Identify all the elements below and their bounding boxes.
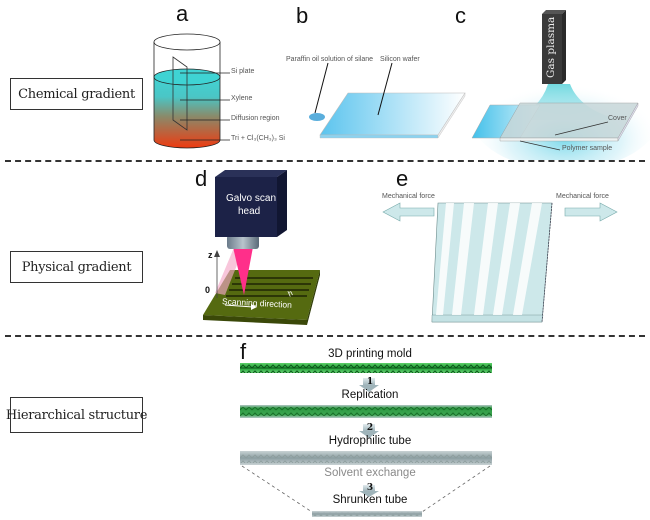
label-galvo-head-line2: head [238,206,261,217]
replicated-tube [240,405,492,418]
silane-droplet [309,113,325,121]
label-mechanical-force-left: Mechanical force [382,193,435,200]
panel-c-plasma-diagram [470,10,650,160]
panel-letter-a: a [176,1,189,26]
hydrophilic-tube [240,451,492,465]
label-diffusion-region: Diffusion region [231,115,280,122]
label-3d-printing-mold: 3D printing mold [328,348,412,360]
panel-letter-f: f [240,339,247,364]
label-cover: Cover [608,115,627,122]
si-plate [172,56,188,131]
label-axis-zero: 0 [205,285,211,295]
label-paraffin-oil-solution: Paraffin oil solution of silane [286,56,374,63]
label-replication: Replication [341,389,399,401]
left-force-arrow [382,202,435,222]
label-hydrophilic-tube: Hydrophilic tube [328,435,412,447]
label-trichlorosilane: Tri + Cl₃(CH₃)₃ Si [231,135,285,142]
row-label-hierarchical-structure: Hierarchical structure [6,397,147,433]
label-xylene: Xylene [231,95,253,102]
panel-a-beaker-diagram [153,33,230,149]
gas-plasma-source [542,10,566,84]
label-solvent-exchange: Solvent exchange [324,467,416,479]
mold-tube [240,363,492,373]
row-divider-2 [5,335,645,337]
right-force-arrow [564,202,618,222]
step-1-arrow [359,378,379,392]
step-number-2: 2 [366,423,374,433]
label-gas-plasma: Gas plasma [545,16,557,78]
label-axis-z: z [208,250,213,260]
panel-letter-d: d [195,166,208,191]
step-3-arrow [359,485,379,497]
label-galvo-head-line1: Galvo scan [226,193,277,204]
panel-letter-c: c [455,3,466,28]
step-number-1: 1 [366,377,374,387]
panel-b-wafer-diagram [309,62,466,139]
row-divider-1 [5,160,645,162]
galvo-scan-head [215,170,287,237]
stretched-film [431,202,553,323]
shrunken-tube [312,511,422,517]
label-mechanical-force-right: Mechanical force [556,193,609,200]
panel-letter-e: e [396,166,409,191]
label-si-plate: Si plate [231,68,255,75]
panel-e-stretch-diagram [382,202,618,323]
step-2-arrow [359,424,379,438]
label-silicon-wafer: Silicon wafer [380,56,420,63]
substrate [203,270,320,325]
label-shrunken-tube: Shrunken tube [332,494,408,506]
row-label-chemical-gradient: Chemical gradient [10,78,143,110]
panel-d-laser-diagram [203,170,320,325]
panel-letter-b: b [296,3,309,28]
step-number-3: 3 [366,483,374,493]
panel-f-tube-diagram [240,363,492,517]
row-label-physical-gradient: Physical gradient [10,251,143,283]
label-polymer-sample: Polymer sample [562,145,613,152]
